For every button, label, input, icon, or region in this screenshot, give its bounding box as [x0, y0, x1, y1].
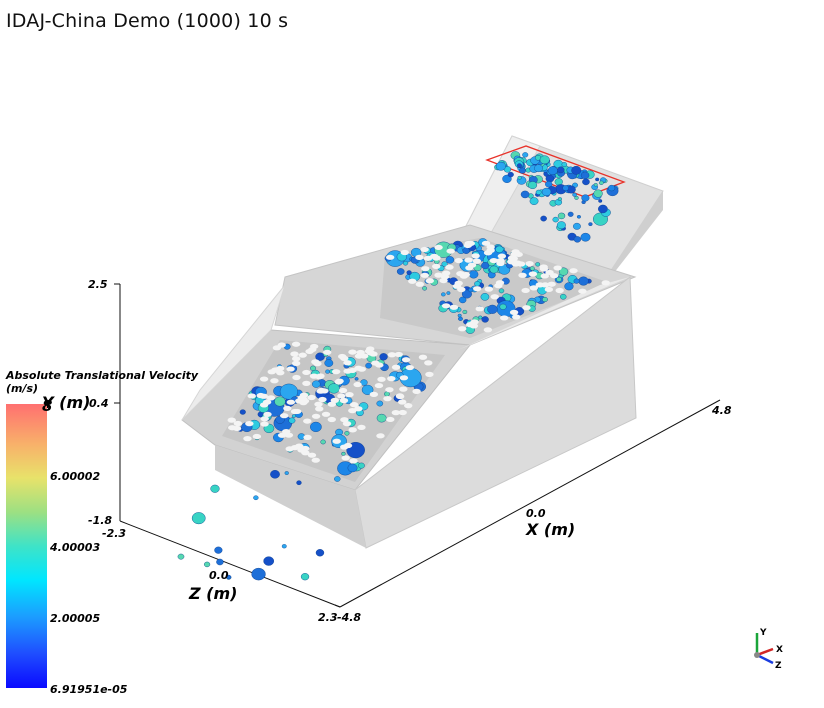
triad-label-z: Z	[775, 661, 782, 671]
frame-wall	[215, 276, 637, 549]
x-tick-mid: 0.0	[526, 507, 546, 520]
axes-box	[114, 283, 721, 608]
colorbar-title-line1: Absolute Translational Velocity	[6, 369, 199, 382]
y-tick-mid: 0.4	[89, 397, 109, 410]
colorbar-gradient	[6, 404, 47, 688]
lower-deck	[181, 284, 471, 491]
z-tick-mid: 0.0	[209, 569, 229, 582]
colorbar-label-2: 2.00005	[50, 612, 101, 625]
orientation-triad[interactable]: Y X Z	[745, 625, 795, 675]
z-tick-end: 2.3	[318, 611, 338, 624]
colorbar-label-4: 4.00003	[50, 541, 101, 554]
screen-holes	[227, 240, 610, 464]
colorbar-label-min: 6.91951e-05	[50, 683, 128, 696]
y-tick-top: 2.5	[88, 278, 108, 291]
colorbar-label-max: 8	[42, 397, 53, 415]
z-axis-title: Z (m)	[189, 584, 238, 603]
colorbar-label-6: 6.00002	[50, 470, 101, 483]
x-tick-start: -4.8	[337, 611, 362, 624]
triad-label-y: Y	[759, 628, 767, 638]
x-axis-title: X (m)	[526, 520, 576, 539]
z-tick-start: -2.3	[102, 527, 127, 540]
viewport-title: IDAJ-China Demo (1000) 10 s	[6, 10, 289, 32]
y-tick-bottom: -1.8	[88, 514, 113, 527]
x-tick-end: 4.8	[712, 404, 732, 417]
colorbar-title: Absolute Translational Velocity (m/s)	[6, 369, 198, 395]
y-axis-title: Y (m)	[42, 393, 91, 412]
colorbar-title-line2: (m/s)	[6, 382, 39, 395]
triad-label-x: X	[776, 645, 783, 655]
